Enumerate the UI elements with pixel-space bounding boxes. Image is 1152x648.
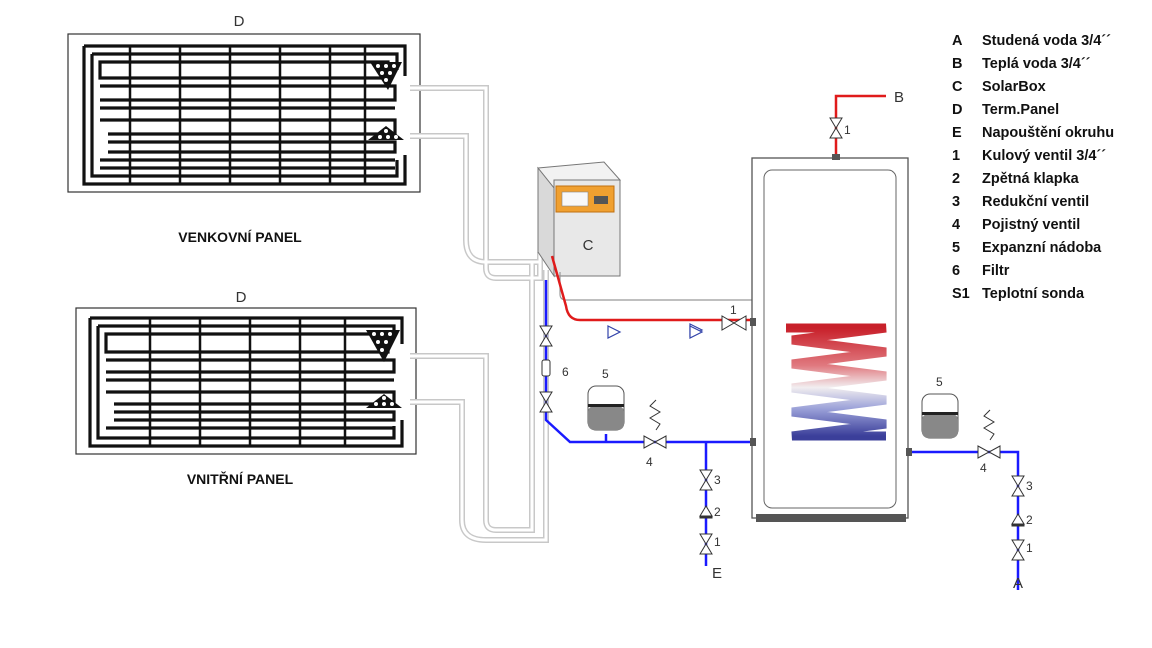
valve-column-e xyxy=(699,469,713,555)
outdoor-panel-caption: VENKOVNÍ PANEL xyxy=(178,229,302,245)
legend-text: Kulový ventil 3/4´´ xyxy=(982,148,1107,164)
legend-key: 5 xyxy=(952,240,961,256)
legend-row-4: 4 Pojistný ventil xyxy=(952,214,1147,237)
legend-text: Teplá voda 3/4´´ xyxy=(982,56,1091,72)
valve-column-a xyxy=(1011,475,1025,561)
heating-coil xyxy=(786,323,887,441)
legend-row-a: A Studená voda 3/4´´ xyxy=(952,30,1147,53)
legend-text: Zpětná klapka xyxy=(982,171,1079,187)
num-check-a: 2 xyxy=(1026,513,1033,527)
expansion-vessel-right xyxy=(921,393,959,439)
legend-text: Napouštění okruhu xyxy=(982,125,1115,141)
legend-text: Pojistný ventil xyxy=(982,217,1081,233)
num-safety-left: 4 xyxy=(646,455,653,469)
flow-arrows xyxy=(607,323,704,339)
outdoor-panel xyxy=(67,33,421,193)
safety-valve-right xyxy=(977,409,1001,459)
num-vessel-right: 5 xyxy=(936,375,943,389)
legend-row-b: B Teplá voda 3/4´´ xyxy=(952,53,1147,76)
storage-tank xyxy=(750,154,912,522)
indoor-panel-letter: D xyxy=(236,289,247,306)
legend-key: D xyxy=(952,102,963,118)
point-a: A xyxy=(1013,575,1023,592)
legend-row-6: 6 Filtr xyxy=(952,260,1147,283)
legend-key: C xyxy=(952,79,963,95)
num-check-e: 2 xyxy=(714,505,721,519)
num-reducer-a: 3 xyxy=(1026,479,1033,493)
legend-text: Filtr xyxy=(982,263,1010,279)
legend-row-s1: S1 Teplotní sonda xyxy=(952,283,1147,306)
legend-text: SolarBox xyxy=(982,79,1046,95)
legend-key: B xyxy=(952,56,963,72)
hot-pipes xyxy=(550,94,886,322)
outdoor-panel-letter: D xyxy=(234,13,245,30)
legend-text: Studená voda 3/4´´ xyxy=(982,33,1111,49)
num-ball-a: 1 xyxy=(1026,541,1033,555)
legend-text: Expanzní nádoba xyxy=(982,240,1102,256)
legend-key: 6 xyxy=(952,263,961,279)
legend-text: Term.Panel xyxy=(982,102,1060,118)
valve-column-left xyxy=(539,325,553,413)
legend-row-d: D Term.Panel xyxy=(952,99,1147,122)
solarbox-letter: C xyxy=(583,237,594,254)
legend-row-c: C SolarBox xyxy=(952,76,1147,99)
legend-key: A xyxy=(952,33,963,49)
legend-key: 2 xyxy=(952,171,961,187)
legend-key: 1 xyxy=(952,148,961,164)
num-reducer-e: 3 xyxy=(714,473,721,487)
legend-key: 4 xyxy=(952,217,961,233)
legend-text: Redukční ventil xyxy=(982,194,1090,210)
legend-key: 3 xyxy=(952,194,961,210)
legend-text: Teplotní sonda xyxy=(982,286,1085,302)
num-top-valve: 1 xyxy=(844,123,851,137)
num-solar-valve: 1 xyxy=(730,303,737,317)
legend-row-2: 2 Zpětná klapka xyxy=(952,168,1147,191)
num-vessel-left: 5 xyxy=(602,367,609,381)
point-b: B xyxy=(894,89,904,106)
num-filter: 6 xyxy=(562,365,569,379)
legend-key: S1 xyxy=(952,286,970,302)
legend-key: E xyxy=(952,125,962,141)
legend-row-e: E Napouštění okruhu xyxy=(952,122,1147,145)
sensor-cable xyxy=(559,272,830,301)
legend-row-1: 1 Kulový ventil 3/4´´ xyxy=(952,145,1147,168)
safety-valve-left xyxy=(643,399,667,449)
indoor-panel xyxy=(75,307,417,455)
expansion-vessel-left xyxy=(587,385,625,431)
legend-row-5: 5 Expanzní nádoba xyxy=(952,237,1147,260)
point-e: E xyxy=(712,565,722,582)
indoor-panel-caption: VNITŘNÍ PANEL xyxy=(187,470,294,487)
ball-valve-solar xyxy=(721,315,747,331)
num-ball-e: 1 xyxy=(714,535,721,549)
legend-row-3: 3 Redukční ventil xyxy=(952,191,1147,214)
legend: A Studená voda 3/4´´ B Teplá voda 3/4´´ C … xyxy=(952,30,1147,306)
solarbox xyxy=(537,161,622,278)
num-safety-right: 4 xyxy=(980,461,987,475)
panel-connection-pipes xyxy=(410,85,549,543)
ball-valve-top xyxy=(829,117,843,139)
